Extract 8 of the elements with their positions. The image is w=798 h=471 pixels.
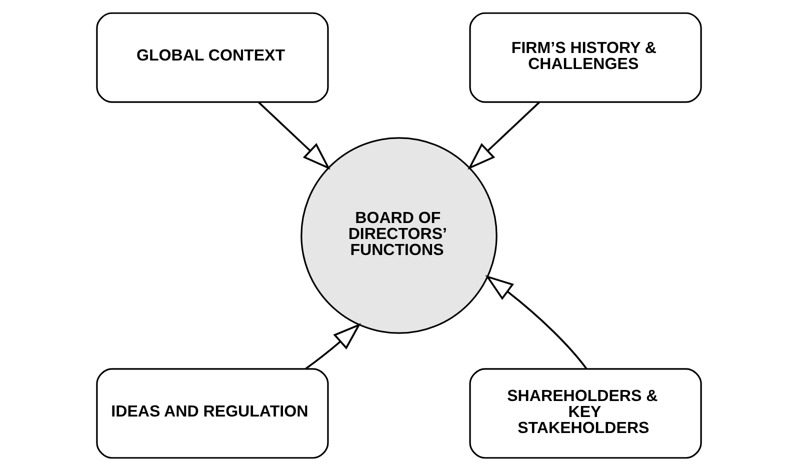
- arrow: [468, 102, 540, 170]
- node-box: GLOBAL CONTEXT: [96, 12, 329, 103]
- node-box: FIRM’S HISTORY & CHALLENGES: [469, 12, 702, 103]
- node-box: IDEAS AND REGULATION: [96, 368, 329, 459]
- node-box: SHAREHOLDERS & KEY STAKEHOLDERS: [469, 368, 702, 459]
- arrow: [485, 275, 588, 370]
- arrow: [258, 102, 330, 170]
- arrow: [305, 323, 362, 370]
